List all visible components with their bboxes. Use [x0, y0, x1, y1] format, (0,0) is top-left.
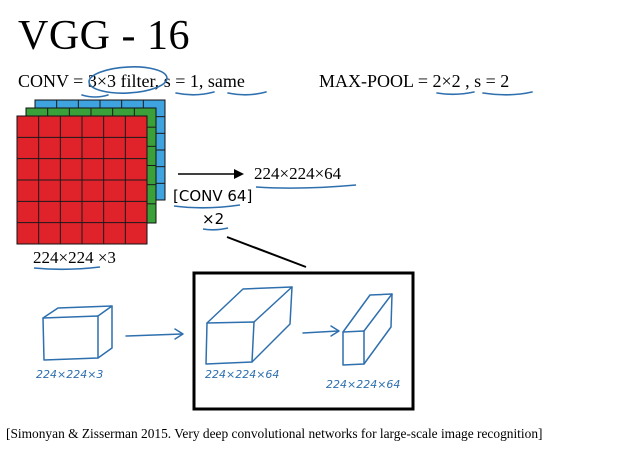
pool-sketch	[342, 293, 393, 366]
input-volume	[16, 99, 166, 245]
filter-underline	[81, 94, 109, 98]
repeat-underline	[202, 227, 229, 231]
sketch-input-label: 224×224×3	[36, 368, 103, 381]
sketches	[42, 286, 393, 366]
grid-lines	[17, 100, 165, 244]
pool-stride: s = 2	[474, 71, 510, 91]
sketch-arrow-2	[302, 325, 340, 337]
output-label: 224×224×64	[254, 164, 342, 183]
highlight-box	[192, 271, 415, 411]
conv-filter: 3×3 filter	[87, 71, 155, 91]
conv-sep1: ,	[154, 71, 164, 91]
conv-sep2: ,	[198, 71, 208, 91]
filter-circle	[88, 66, 168, 94]
conv-padding: same	[207, 71, 245, 91]
input-label: 224×224 ×3	[33, 248, 116, 267]
conv-block-underline	[173, 204, 241, 209]
input-underline-1	[33, 266, 101, 271]
pool-sep: ,	[460, 71, 475, 91]
conv-params: CONV = 3×3 filter, s = 1, same	[18, 71, 245, 92]
input-sketch	[42, 305, 113, 361]
same-underline	[227, 91, 267, 96]
pool-params: MAX-POOL = 2×2 , s = 2	[319, 71, 509, 92]
mid-sketch	[205, 286, 293, 365]
sketch-pool-label: 224×224×64	[326, 378, 400, 391]
pool-stride-underline	[482, 91, 533, 96]
pointer-line	[226, 236, 307, 268]
conv-block-label: [CONV 64]	[173, 187, 252, 205]
pool-label: MAX-POOL =	[319, 71, 433, 91]
repeat-label: ×2	[202, 210, 224, 228]
stride-underline	[175, 91, 215, 96]
pool-size-underline	[436, 91, 475, 96]
citation: [Simonyan & Zisserman 2015. Very deep co…	[6, 426, 543, 441]
page-title: VGG - 16	[18, 13, 190, 59]
conv-label: CONV =	[18, 71, 88, 91]
output-underline	[255, 184, 357, 189]
annotation-marks	[81, 66, 533, 98]
sketch-mid-label: 224×224×64	[205, 368, 279, 381]
conv-stride: s = 1	[163, 71, 199, 91]
output-arrow	[178, 169, 244, 179]
pool-size: 2×2	[432, 71, 461, 91]
sketch-arrow-1	[125, 328, 184, 340]
